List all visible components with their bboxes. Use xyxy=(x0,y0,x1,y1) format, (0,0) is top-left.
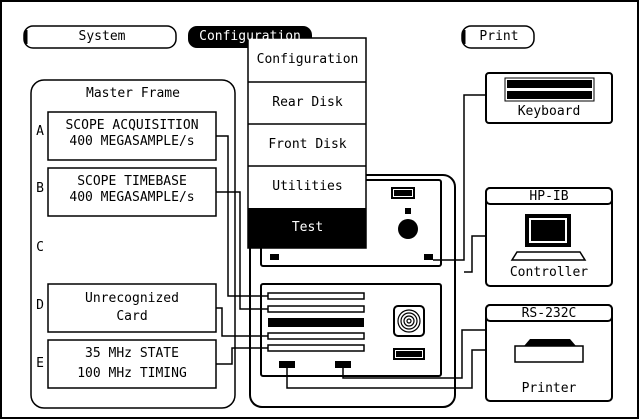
printer-body xyxy=(514,345,584,363)
slot-d-card[interactable]: Unrecognized Card xyxy=(49,291,215,325)
slot-card-line: 35 MHz STATE xyxy=(85,346,179,361)
printer-device[interactable]: Printer xyxy=(487,381,611,397)
configuration-button[interactable]: Configuration xyxy=(190,29,310,45)
lower-port-right xyxy=(335,361,351,368)
keyboard-label: Keyboard xyxy=(517,104,581,119)
slot-a-box xyxy=(47,111,217,161)
keyboard-cable xyxy=(433,94,486,261)
slot-letter: A xyxy=(36,124,44,139)
menu-item-label: Front Disk xyxy=(268,137,347,152)
slot-a-card[interactable]: SCOPE ACQUISITION 400 MEGASAMPLE/s xyxy=(49,118,215,150)
controller-screen-glow xyxy=(531,220,565,241)
controller-device[interactable]: Controller xyxy=(487,265,611,281)
slot-card-line: Card xyxy=(116,309,148,324)
controller-base xyxy=(510,251,587,261)
disk-slot-lower-fill xyxy=(396,351,422,357)
slot-card-line: 400 MEGASAMPLE/s xyxy=(69,134,195,149)
slot-letter: C xyxy=(36,240,44,255)
slot-card-line: 400 MEGASAMPLE/s xyxy=(69,190,195,205)
menu-item-label: Test xyxy=(291,220,324,235)
menu-item-label: Utilities xyxy=(272,179,343,194)
lower-port-left xyxy=(279,361,295,368)
menu-item-front-disk[interactable]: Front Disk xyxy=(249,137,366,153)
disk-knob xyxy=(398,219,418,239)
slot-e-card[interactable]: 35 MHz STATE 100 MHz TIMING xyxy=(49,346,215,382)
keyboard-device[interactable]: Keyboard xyxy=(487,104,611,120)
menu-item-label: Configuration xyxy=(256,52,359,67)
hpib-title-bar xyxy=(485,187,613,205)
upper-port-left xyxy=(270,254,279,260)
menu-item-rear-disk[interactable]: Rear Disk xyxy=(249,95,366,111)
slot-letter: E xyxy=(36,356,44,371)
menu-item-utilities[interactable]: Utilities xyxy=(249,179,366,195)
hpib-title: HP-IB xyxy=(529,189,569,204)
keyboard-bottom-row xyxy=(507,91,592,99)
serial-cable xyxy=(342,329,486,379)
slot-card-line: Unrecognized xyxy=(85,291,179,306)
slot-card-line: 100 MHz TIMING xyxy=(77,366,187,381)
configuration-button-label: Configuration xyxy=(199,29,301,44)
rs232-title: RS-232C xyxy=(521,306,577,321)
slot-b-card[interactable]: SCOPE TIMEBASE 400 MEGASAMPLE/s xyxy=(49,174,215,206)
print-button-label: Print xyxy=(479,29,519,44)
disk-indicator xyxy=(405,208,411,214)
system-button[interactable]: System xyxy=(30,29,174,45)
system-button-label: System xyxy=(78,29,126,44)
system-button-frame xyxy=(23,25,177,49)
slot-card-line: SCOPE TIMEBASE xyxy=(77,174,187,189)
menu-item-test[interactable]: Test xyxy=(249,220,366,236)
disk-slot-upper-fill xyxy=(394,190,412,196)
print-button[interactable]: Print xyxy=(466,29,532,45)
printer-label: Printer xyxy=(521,381,577,396)
master-frame-title: Master Frame xyxy=(86,86,180,101)
card-cables xyxy=(216,135,268,365)
slot-letter: D xyxy=(36,298,44,313)
menu-selected-highlight xyxy=(248,208,366,248)
printer-cable xyxy=(286,349,486,389)
master-frame-outline xyxy=(30,79,236,409)
spiral-icon xyxy=(397,309,421,333)
keyboard-top-row xyxy=(507,80,592,88)
slot-card-line: SCOPE ACQUISITION xyxy=(65,118,199,133)
upper-port-right xyxy=(424,254,433,260)
menu-item-configuration[interactable]: Configuration xyxy=(249,52,366,68)
card-slot-4 xyxy=(267,332,365,340)
card-slot-1 xyxy=(267,292,365,300)
keyboard-outline xyxy=(504,77,595,102)
printer-paper xyxy=(524,339,576,346)
controller-cable xyxy=(464,235,486,273)
slot-letter: B xyxy=(36,181,44,196)
controller-label: Controller xyxy=(509,265,589,280)
menu-item-label: Rear Disk xyxy=(272,95,343,110)
rs232-title-bar xyxy=(485,304,613,322)
card-slot-2 xyxy=(267,305,365,313)
card-slot-5 xyxy=(267,344,365,352)
card-slot-3 xyxy=(268,318,364,327)
print-button-frame xyxy=(461,25,535,49)
